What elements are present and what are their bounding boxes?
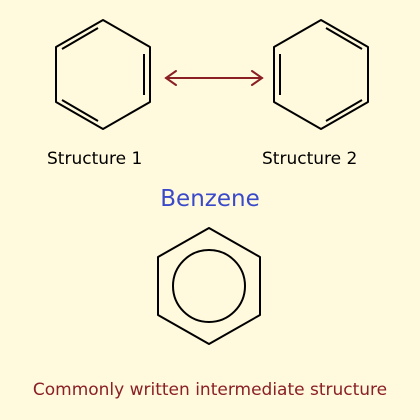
delocalized-circle	[172, 249, 246, 323]
structure-1-double-bond	[61, 99, 99, 122]
kekule-structure-2	[273, 19, 369, 130]
delocalized-ring	[157, 227, 261, 345]
intermediate-structure-caption: Commonly written intermediate structure	[32, 380, 388, 400]
structure-1-ring	[55, 19, 151, 130]
arrow-head-right	[251, 70, 264, 86]
kekule-structure-1	[55, 19, 151, 130]
structure-2-double-bond	[325, 27, 363, 50]
structure-2-label: Structure 2	[262, 149, 358, 169]
diagram-title: Benzene	[160, 186, 260, 212]
structure-2-double-bond	[325, 99, 363, 122]
resonance-arrow	[164, 70, 264, 86]
structure-1-label: Structure 1	[47, 149, 143, 169]
structure-1-double-bond	[61, 27, 99, 50]
arrow-head-left	[164, 70, 177, 86]
structure-2-ring	[273, 19, 369, 130]
delocalized-structure	[157, 227, 261, 345]
